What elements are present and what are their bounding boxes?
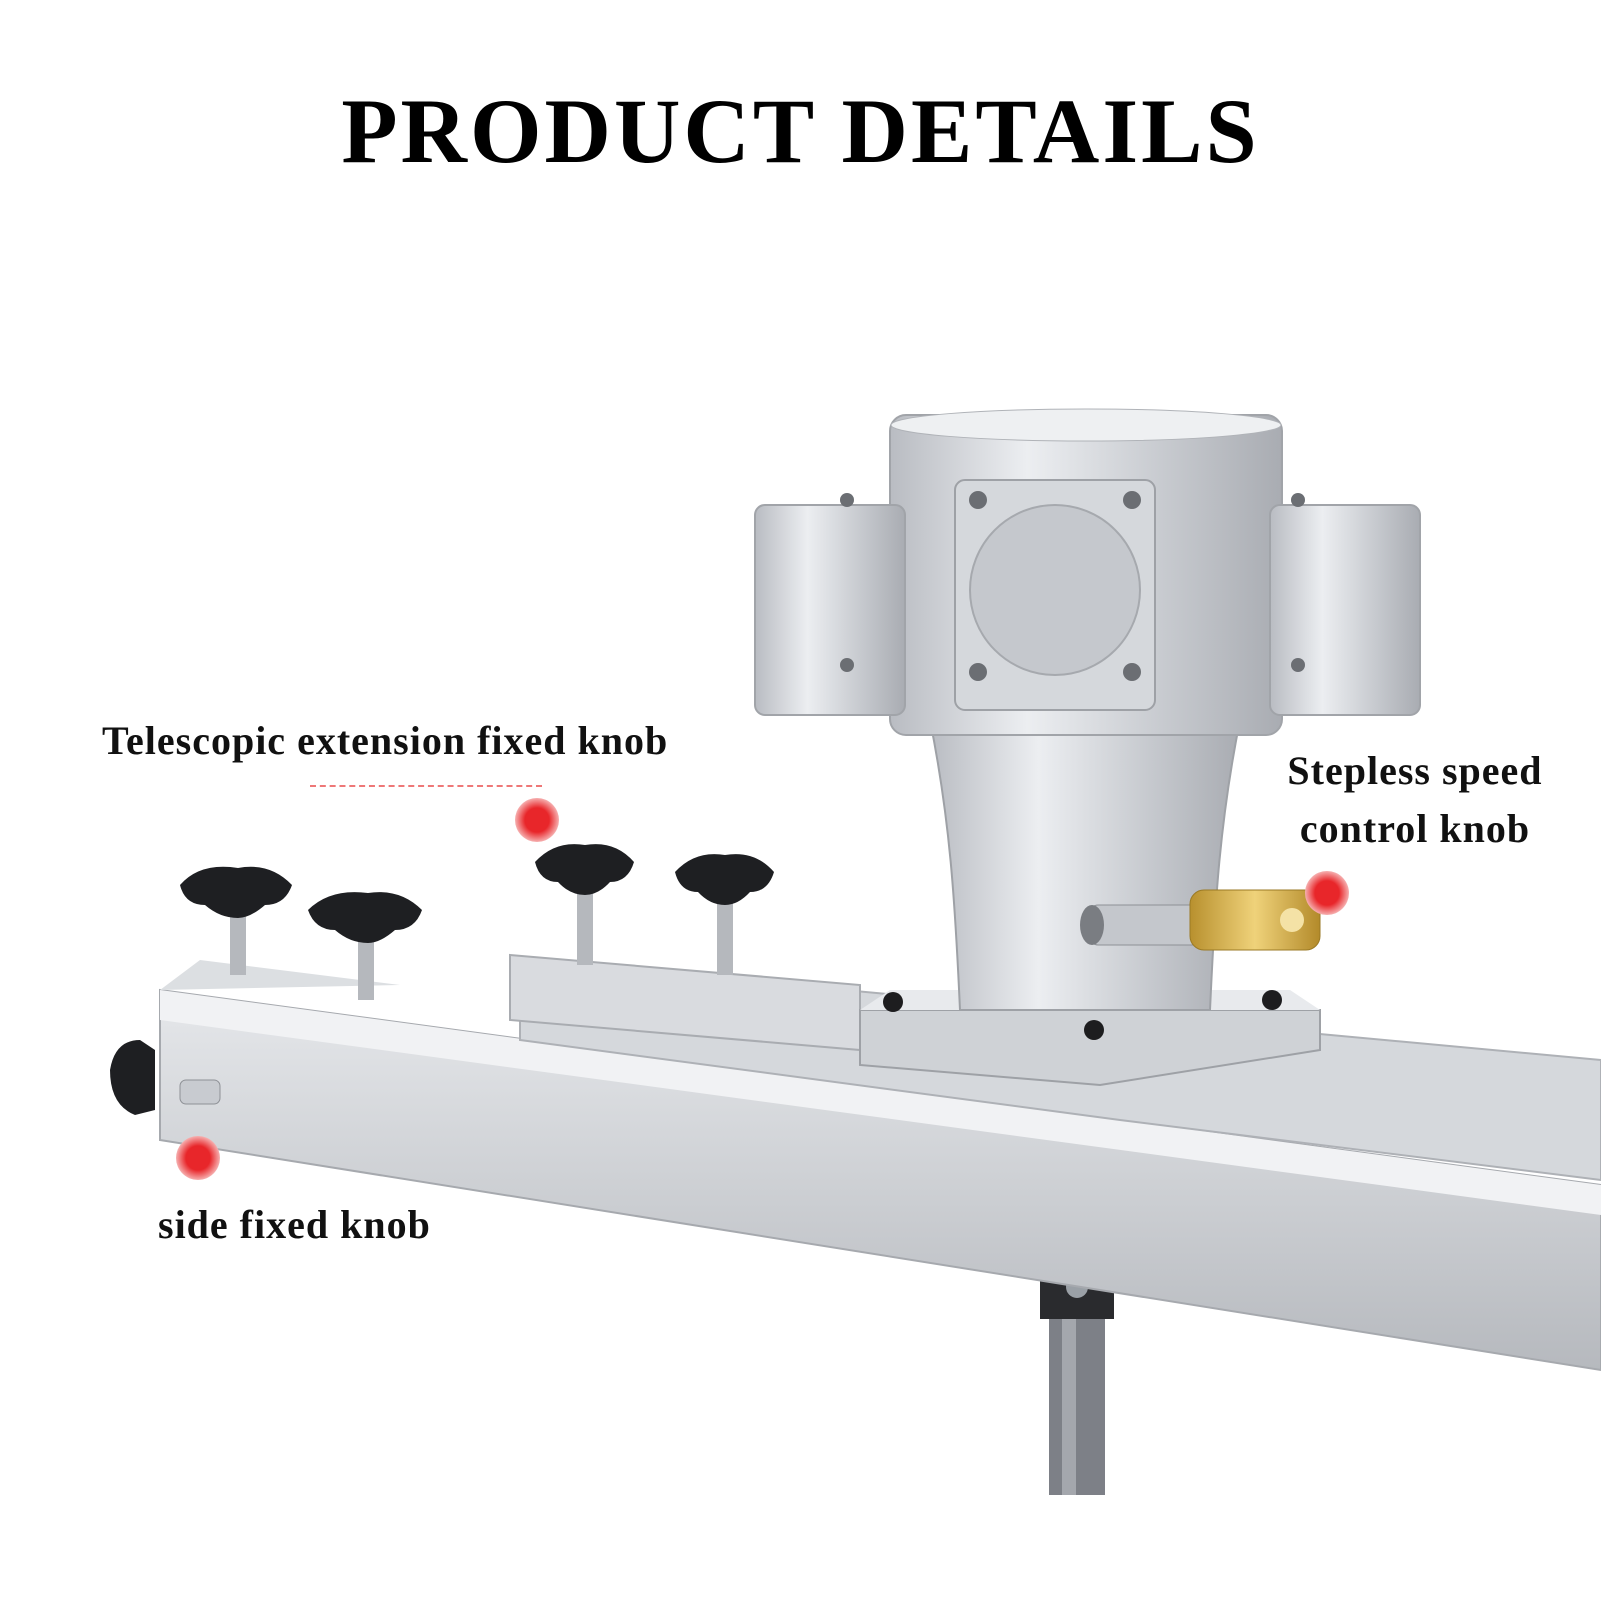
marker-speed bbox=[1305, 871, 1349, 915]
callout-side-knob: side fixed knob bbox=[158, 1202, 431, 1247]
leader-line bbox=[310, 785, 542, 787]
marker-telescopic bbox=[515, 798, 559, 842]
callout-speed-line1: Stepless speed bbox=[1287, 748, 1543, 793]
marker-side bbox=[176, 1136, 220, 1180]
callout-speed-line2: control knob bbox=[1299, 806, 1531, 851]
knob-2 bbox=[308, 892, 422, 1000]
knob-4 bbox=[675, 854, 774, 975]
knob-1 bbox=[180, 866, 292, 975]
knob-3 bbox=[535, 844, 634, 965]
air-motor bbox=[754, 408, 1421, 1011]
callout-speed-knob: Stepless speed control knob bbox=[1250, 742, 1580, 858]
callout-telescopic-knob: Telescopic extension fixed knob bbox=[102, 718, 669, 763]
side-knob bbox=[110, 1040, 221, 1115]
air-inlet-fitting bbox=[1080, 889, 1321, 951]
page-title: PRODUCT DETAILS bbox=[341, 80, 1260, 182]
